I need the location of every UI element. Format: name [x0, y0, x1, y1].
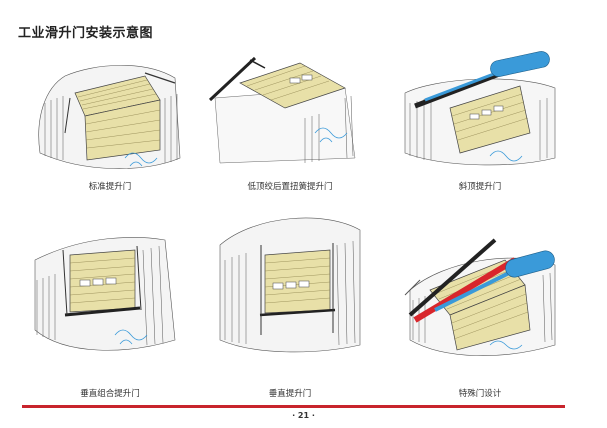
caption-vertical-combination-lift-door: 垂直组合提升门 [80, 389, 140, 399]
caption-special-door-design: 特殊门设计 [458, 389, 502, 399]
caption-vertical-lift-door: 垂直提升门 [268, 389, 312, 399]
illustration-vertical-lift-door [205, 205, 375, 355]
special-door-design-icon [404, 238, 556, 356]
caption-low-headroom-rear-spring-door: 低顶绞后置扭簧提升门 [247, 182, 333, 192]
standard-lift-door-icon [38, 65, 181, 169]
caption-sloped-roof-lift-door: 斜顶提升门 [458, 182, 502, 192]
page-number: · 21 · [292, 411, 315, 420]
illustration-sloped-roof-lift-door [395, 38, 565, 188]
caption-standard-lift-door: 标准提升门 [88, 182, 132, 192]
illustration-standard-lift-door [25, 38, 195, 188]
footer-rule [22, 405, 565, 408]
sloped-roof-lift-door-icon [404, 51, 556, 166]
page-title: 工业滑升门安装示意图 [18, 26, 154, 41]
vertical-combination-lift-door-icon [34, 237, 176, 351]
illustration-low-headroom-rear-spring-door [205, 38, 375, 188]
illustration-vertical-combination-lift-door [25, 220, 195, 370]
low-headroom-rear-spring-door-icon [208, 56, 356, 164]
illustration-special-door-design [395, 220, 565, 370]
vertical-lift-door-icon [219, 217, 361, 353]
